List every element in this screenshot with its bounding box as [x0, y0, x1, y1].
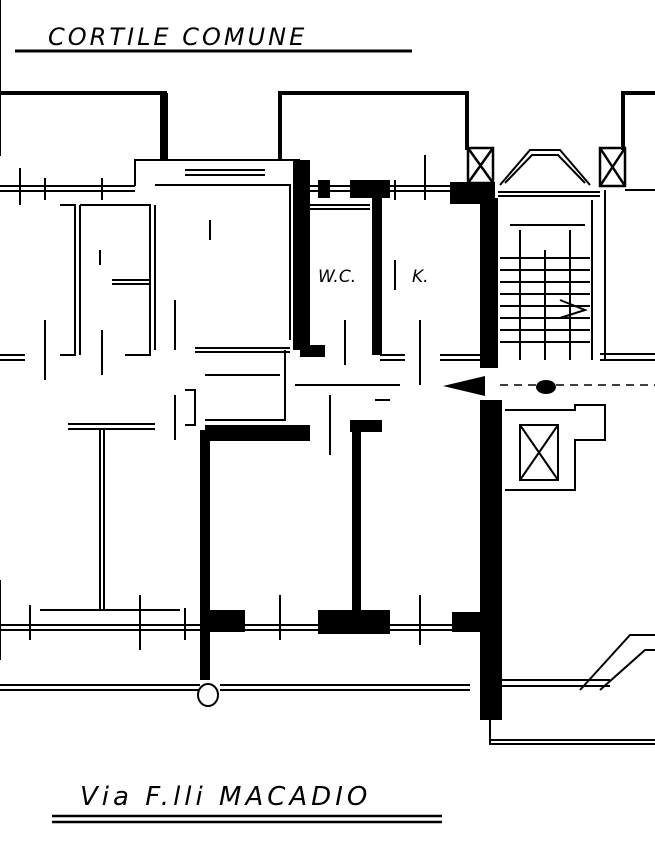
structural-walls — [160, 93, 502, 720]
right-building-walls — [489, 634, 655, 745]
arrow-left-icon — [443, 376, 485, 396]
kitchen-label: K. — [412, 267, 429, 287]
staircase-icon — [498, 149, 655, 361]
shaft-right — [598, 146, 627, 188]
street-underline — [52, 814, 442, 824]
courtyard-label: CORTILE COMUNE — [48, 23, 307, 51]
central-room-walls — [155, 184, 291, 421]
left-apartment-walls — [0, 204, 196, 660]
wc-label: W.C. — [318, 267, 356, 287]
elevator-icon — [505, 404, 606, 491]
street-label: Via F.lli MACADIO — [80, 782, 371, 812]
facade-wall-bottom — [0, 595, 470, 691]
shaft-left — [466, 146, 495, 185]
downpipe-marker — [197, 683, 219, 707]
landing-marker — [536, 380, 556, 394]
service-room-walls — [295, 204, 480, 455]
